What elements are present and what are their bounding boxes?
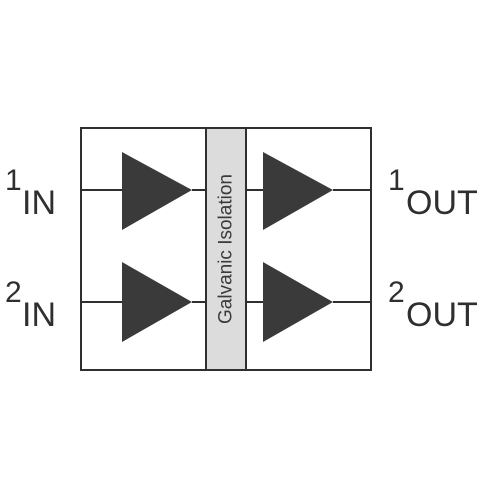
channel-2-input-label: 2 IN <box>5 276 56 334</box>
channel-2-output-label: 2 OUT <box>388 276 478 334</box>
channel-1-input-amplifier-icon <box>122 152 192 230</box>
channel-1-output-amplifier-icon <box>263 152 333 230</box>
channel-2-output-amplifier-icon <box>263 262 333 342</box>
channel-2-input-amplifier-icon <box>122 262 192 342</box>
isolation-barrier <box>205 127 247 371</box>
channel-1-output-label: 1 OUT <box>388 164 478 222</box>
channel-1-input-label: 1 IN <box>5 164 56 222</box>
isolation-barrier-label: Galvanic Isolation <box>216 174 237 324</box>
